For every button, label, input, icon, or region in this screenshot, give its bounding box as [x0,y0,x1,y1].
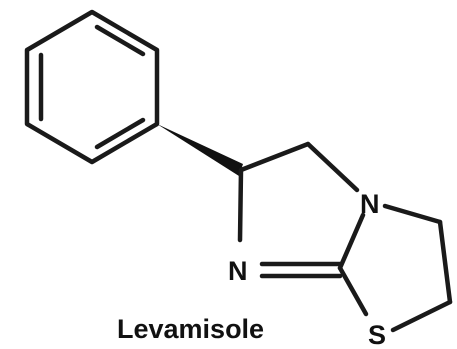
bond-ch2-to-n-amine [305,141,360,193]
phenyl-inner-bond-top-right [94,24,146,57]
phenyl-ring [24,9,160,165]
bond-c-to-n-amine [337,212,366,271]
compound-name: Levamisole [117,314,264,344]
wedge-bond [157,124,243,176]
bond-ch2-to-sulfur [390,299,453,333]
bond-c-to-sulfur [337,265,369,317]
bond-ch2-to-ch2 [437,219,453,305]
bond-chiral-c-to-n-imine [237,167,244,243]
phenyl-ring-outline [24,9,160,165]
atom-label-n-amine: N [360,189,380,219]
bond-n-amine-to-ch2 [382,203,443,225]
bond-chiral-c-to-ch2 [238,141,311,173]
phenyl-inner-bond-bottom-right [94,117,146,150]
atom-label-sulfur: S [368,320,386,349]
bicyclic-framework [237,141,453,333]
atom-label-n-imine: N [228,256,248,286]
